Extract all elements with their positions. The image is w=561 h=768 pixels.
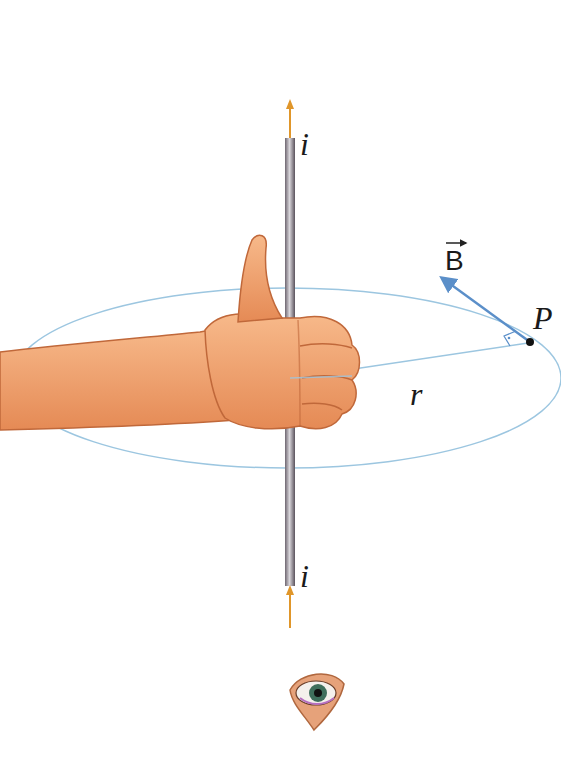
symbol-label: P xyxy=(533,302,553,334)
point-p xyxy=(526,338,534,346)
eye xyxy=(290,674,344,730)
symbol-label: i xyxy=(300,128,309,160)
vector-arrow xyxy=(446,242,466,244)
hand xyxy=(0,235,360,430)
field-vector xyxy=(442,278,530,342)
current-arrow xyxy=(289,104,291,138)
right-angle-mark xyxy=(504,331,516,346)
current-arrow xyxy=(289,590,291,628)
symbol-label: i xyxy=(300,560,309,592)
symbol-label: r xyxy=(410,378,422,410)
symbol-label: B xyxy=(445,247,464,275)
